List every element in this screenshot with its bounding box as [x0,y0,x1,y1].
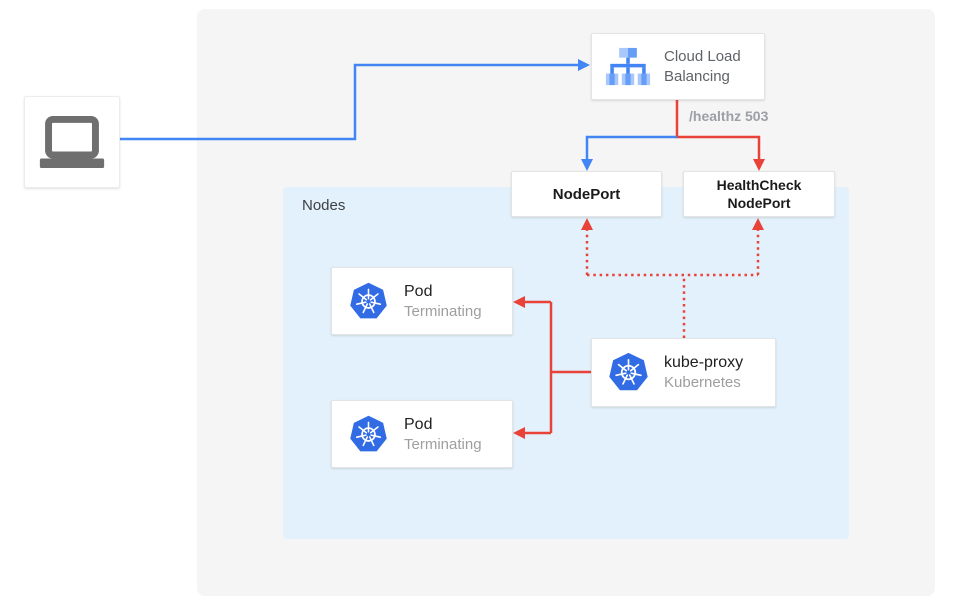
pod-card-2: Pod Terminating [331,400,513,468]
healthcheck-nodeport-label-line2: NodePort [727,195,791,211]
nodeport-card: NodePort [511,171,662,217]
nodes-panel-label: Nodes [302,197,346,214]
kube-proxy-text: kube-proxy Kubernetes [664,352,743,393]
client-laptop-card [24,96,120,188]
healthcheck-nodeport-label-line1: HealthCheck [716,177,802,193]
pod-2-status: Terminating [404,435,482,453]
healthz-status-label: /healthz 503 [689,108,769,124]
cloud-load-balancing-card: Cloud Load Balancing [591,33,765,100]
kubernetes-icon [609,352,648,391]
kube-proxy-title: kube-proxy [664,354,744,371]
kubernetes-icon [350,415,387,451]
kube-proxy-subtitle: Kubernetes [664,374,741,391]
pod-1-status: Terminating [404,302,482,320]
healthcheck-nodeport-card: HealthCheck NodePort [683,171,835,217]
pod-1-title: Pod [404,282,433,300]
kube-proxy-card: kube-proxy Kubernetes [591,338,776,407]
pod-card-1: Pod Terminating [331,267,513,335]
pod-1-text: Pod Terminating [404,281,482,322]
laptop-icon [39,115,105,169]
cloud-load-balancing-label-line2: Balancing [664,67,730,85]
cloud-load-balancing-label: Cloud Load Balancing [664,47,741,87]
cloud-load-balancing-icon [605,47,651,86]
nodeport-label: NodePort [552,185,621,203]
kubernetes-icon [350,282,387,318]
pod-2-text: Pod Terminating [404,414,482,455]
cloud-load-balancing-label-line1: Cloud Load [664,47,741,65]
pod-2-title: Pod [404,415,433,433]
